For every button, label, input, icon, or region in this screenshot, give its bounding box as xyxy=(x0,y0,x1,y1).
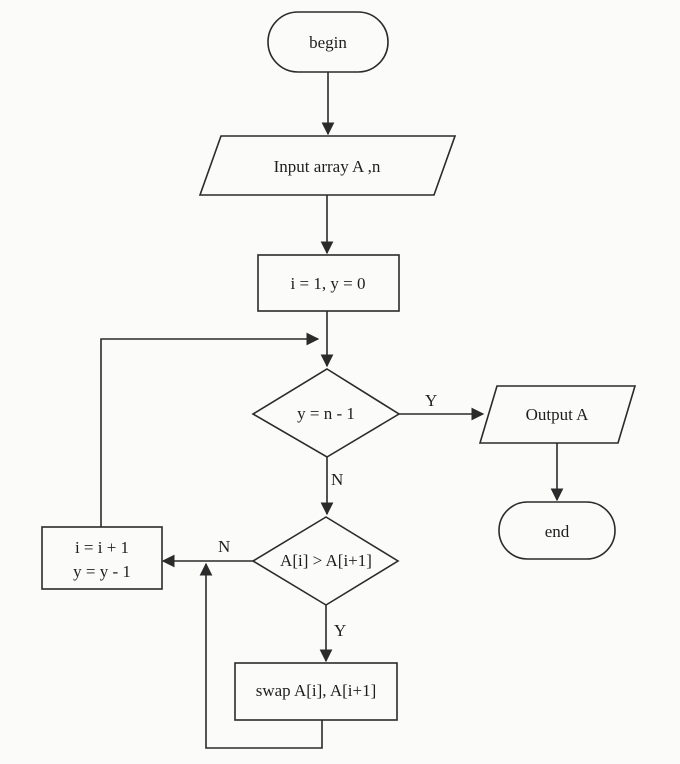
arrow-swap-to-update xyxy=(199,562,323,749)
output-parallelogram: Output A xyxy=(478,385,637,444)
condition1-label: y = n - 1 xyxy=(297,404,355,423)
input-label: Input array A ,n xyxy=(274,157,381,176)
swap-process: swap A[i], A[i+1] xyxy=(234,662,398,721)
update-process: i = i + 1 y = y - 1 xyxy=(41,526,163,590)
update-line1-label: i = i + 1 xyxy=(75,538,129,557)
end-terminal: end xyxy=(498,501,616,560)
condition2-yes-label: Y xyxy=(334,621,346,640)
condition1-no-label: N xyxy=(331,470,343,489)
update-line2-label: y = y - 1 xyxy=(73,562,131,581)
decision-compare-elements: A[i] > A[i+1] xyxy=(251,516,400,606)
arrow-loop-back xyxy=(100,332,320,527)
output-label: Output A xyxy=(526,405,590,424)
decision-y-equals-n-minus-1: y = n - 1 xyxy=(251,368,401,458)
end-label: end xyxy=(545,522,570,541)
init-label: i = 1, y = 0 xyxy=(291,274,366,293)
condition1-yes-label: Y xyxy=(425,391,437,410)
begin-terminal: begin xyxy=(267,11,389,73)
condition2-label: A[i] > A[i+1] xyxy=(280,551,372,570)
input-parallelogram: Input array A ,n xyxy=(198,135,457,196)
condition2-no-label: N xyxy=(218,537,230,556)
begin-label: begin xyxy=(309,33,347,52)
init-process: i = 1, y = 0 xyxy=(257,254,400,312)
swap-label: swap A[i], A[i+1] xyxy=(256,681,377,700)
